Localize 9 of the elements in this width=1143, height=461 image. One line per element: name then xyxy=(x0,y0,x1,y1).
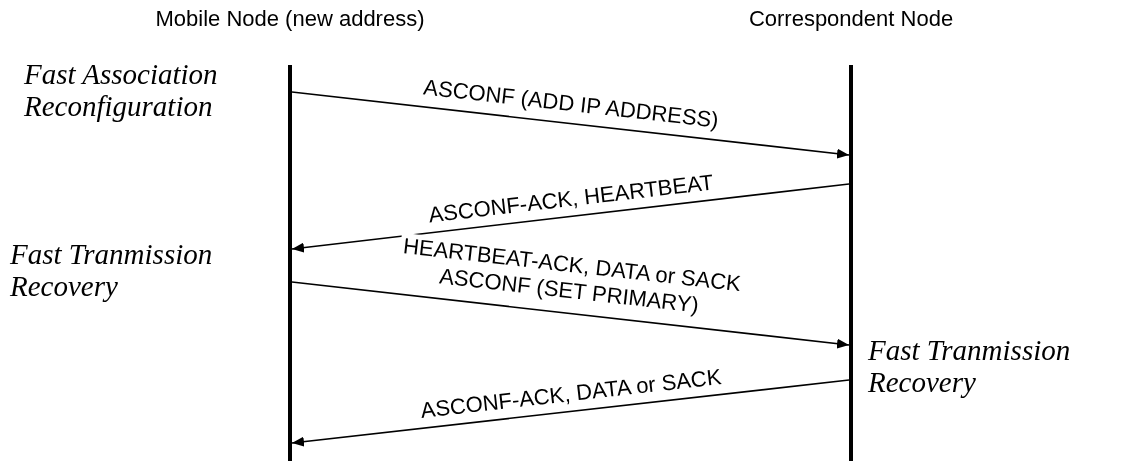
lifeline-header: Mobile Node (new address) xyxy=(155,6,425,32)
phase-label: Fast Association Reconfiguration xyxy=(24,58,219,122)
lifeline-header: Correspondent Node xyxy=(748,6,954,32)
message-arrow xyxy=(291,281,850,349)
message-arrow xyxy=(291,379,850,447)
phase-label: Fast Tranmission Recovery xyxy=(10,238,214,302)
message-arrow xyxy=(291,183,850,253)
message-arrow xyxy=(291,91,850,159)
phase-label: Fast Tranmission Recovery xyxy=(868,334,1072,398)
